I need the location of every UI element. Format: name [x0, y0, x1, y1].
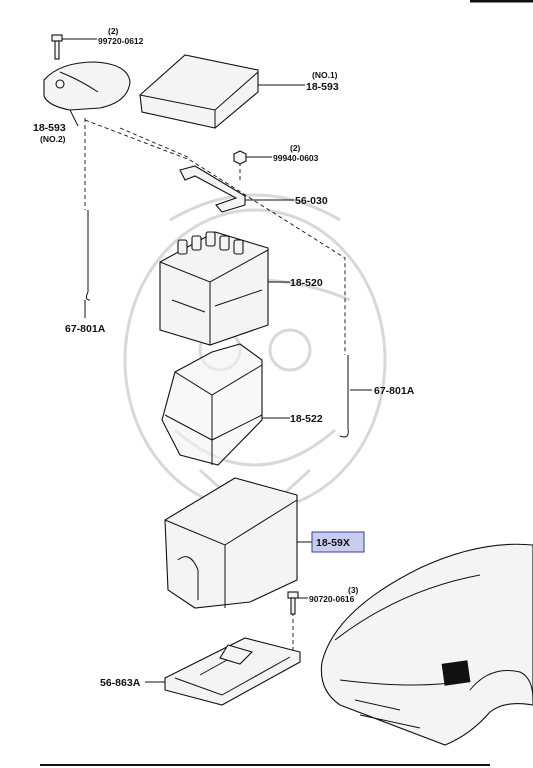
nut-label: 99940-0603 — [273, 153, 319, 163]
tray-box-label: 18-59X — [316, 537, 350, 549]
rod-right-part — [339, 355, 372, 438]
battery-part — [159, 231, 290, 346]
tray-box-part — [164, 477, 312, 609]
cover-no1-part — [139, 54, 305, 129]
rod-right-label: 67-801A — [374, 385, 415, 397]
bolt-top — [51, 34, 97, 60]
clamp-label: 56-030 — [295, 195, 328, 207]
rod-left-label: 67-801A — [65, 323, 106, 335]
nut-part — [233, 150, 272, 165]
battery-label: 18-520 — [290, 277, 323, 289]
bolt-top-qty-label: (2) — [108, 26, 119, 36]
base-label: 56-863A — [100, 677, 141, 689]
car-illustration — [320, 543, 533, 746]
bolt-top-label: 99720-0612 — [98, 36, 144, 46]
cover-no1-tag-label: (NO.1) — [312, 70, 338, 80]
assembly-lines — [84, 118, 346, 650]
tray-box-highlight — [311, 531, 365, 553]
bolt-bottom-qty-label: (3) — [348, 585, 359, 595]
cover-no2-tag-label: (NO.2) — [40, 134, 66, 144]
cover-no1-label: 18-593 — [306, 81, 339, 93]
cover-no2-part — [43, 61, 131, 127]
nut-qty-label: (2) — [290, 143, 301, 153]
rod-left-part — [84, 210, 91, 318]
frame-part — [161, 343, 290, 466]
cover-no2-label: 18-593 — [33, 122, 66, 134]
clamp-part — [179, 165, 294, 213]
base-plate-part — [145, 637, 301, 706]
bolt-bottom — [287, 591, 308, 615]
bolt-bottom-label: 90720-0616 — [309, 594, 355, 604]
frame-label: 18-522 — [290, 413, 323, 425]
battery-location-marker — [441, 660, 471, 686]
